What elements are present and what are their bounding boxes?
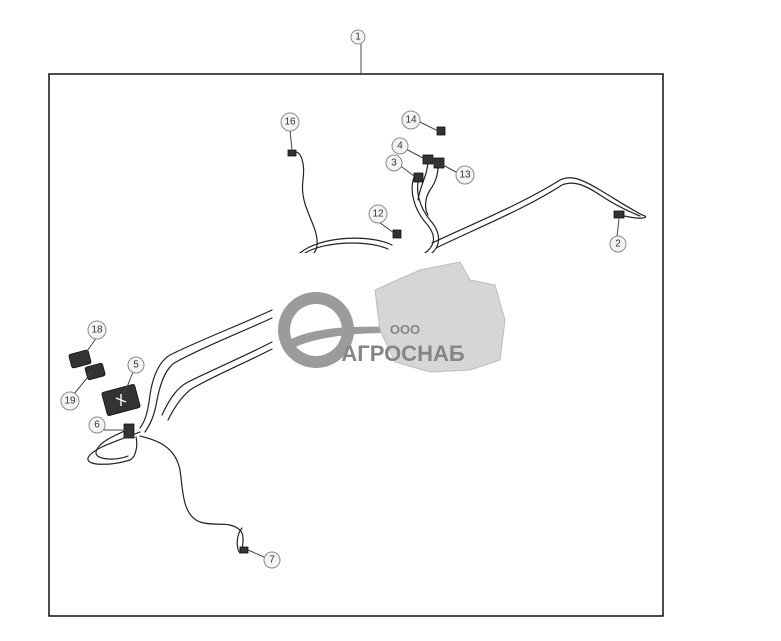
callout-12: 12: [368, 204, 388, 224]
gear-icon: [278, 292, 390, 368]
svg-text:2: 2: [615, 239, 621, 250]
callout-18: 18: [87, 320, 107, 340]
svg-text:7: 7: [269, 555, 275, 566]
callout-3: 3: [385, 154, 403, 172]
callout-13: 13: [455, 165, 475, 185]
part-2-connector: [613, 210, 625, 219]
callout-19: 19: [60, 391, 80, 411]
part-7-connector: [239, 546, 249, 554]
svg-text:12: 12: [372, 209, 384, 220]
callout-7: 7: [263, 551, 281, 569]
svg-text:3: 3: [391, 158, 397, 169]
callout-6: 6: [88, 416, 106, 434]
svg-text:19: 19: [64, 396, 76, 407]
part-19-switch: [84, 362, 106, 381]
part-3-connector: [413, 172, 424, 183]
svg-text:1: 1: [355, 32, 361, 43]
part-13-connector: [433, 157, 445, 169]
callout-2: 2: [609, 235, 627, 253]
combine-harvester-icon: [374, 261, 506, 373]
callout-5: 5: [127, 356, 145, 374]
part-14-clip: [436, 126, 446, 136]
svg-text:6: 6: [94, 420, 100, 431]
part-16-connector: [287, 149, 297, 157]
svg-text:5: 5: [133, 360, 139, 371]
lower-harness: [87, 309, 273, 554]
callout-1: 1: [350, 29, 366, 45]
watermark: ООО АГРОСНАБ: [245, 253, 535, 383]
upper-harness: [292, 151, 647, 254]
svg-text:14: 14: [405, 115, 417, 126]
callout-16: 16: [280, 112, 300, 132]
part-6-connector: [123, 423, 135, 439]
part-12-clip: [392, 229, 402, 239]
part-4-connector: [422, 154, 434, 165]
svg-text:18: 18: [91, 325, 103, 336]
svg-text:16: 16: [284, 117, 296, 128]
watermark-prefix: ООО: [390, 322, 420, 337]
watermark-name: АГРОСНАБ: [341, 341, 465, 366]
callout-4: 4: [391, 137, 409, 155]
part-5-control-module: [101, 384, 141, 416]
svg-text:13: 13: [459, 170, 471, 181]
svg-text:4: 4: [397, 141, 403, 152]
callout-14: 14: [401, 110, 421, 130]
part-18-switch: [68, 349, 92, 369]
diagram-frame: [48, 73, 664, 617]
